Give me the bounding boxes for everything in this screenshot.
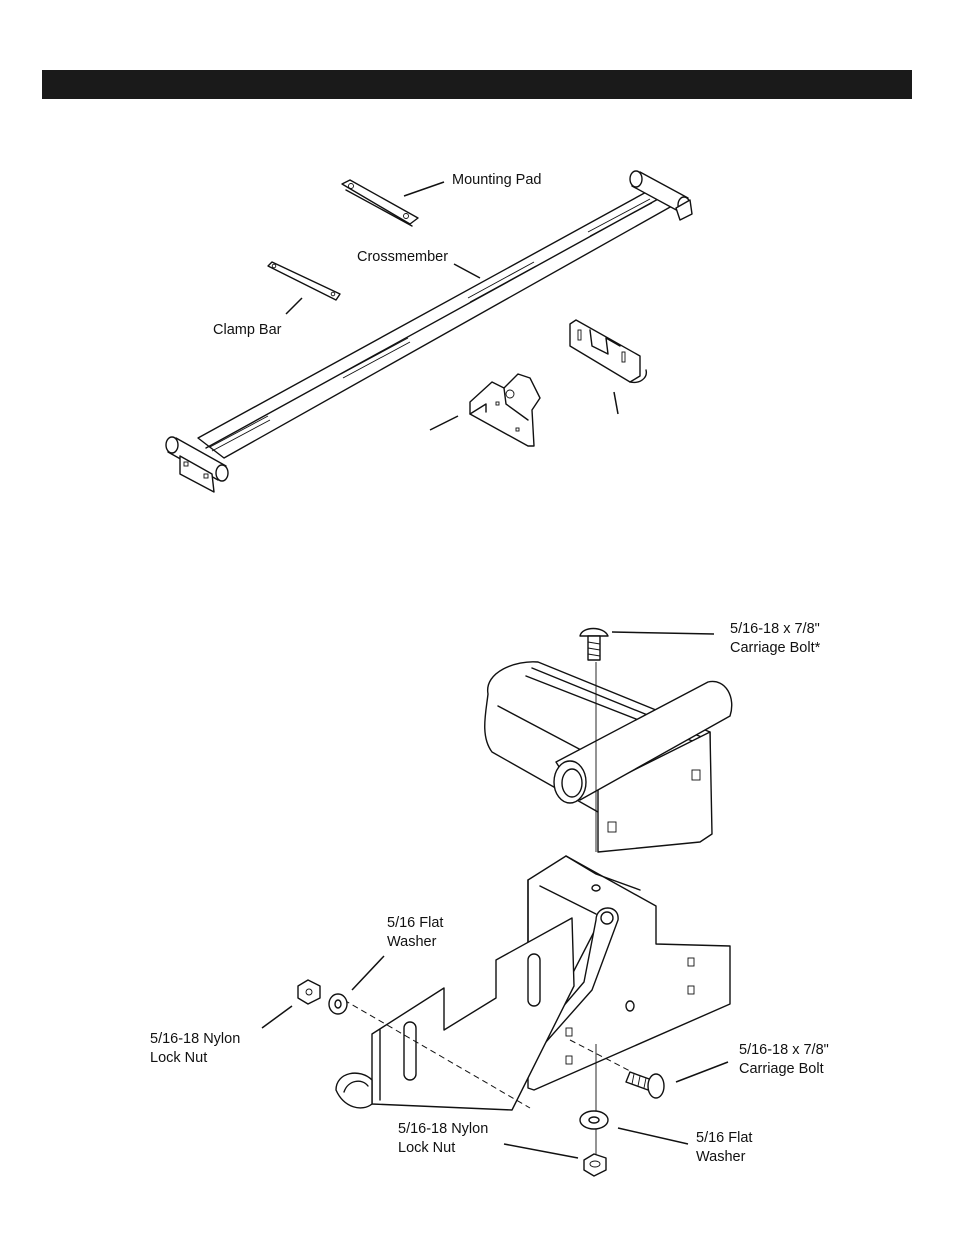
clamp-bar-label: Clamp Bar — [213, 321, 282, 340]
clamp-plate-small — [570, 320, 646, 382]
clamp-bar-leader — [286, 298, 302, 314]
crossmember-detail — [485, 662, 732, 852]
flat-washer-bottom-label: 5/16 Flat Washer — [696, 1129, 752, 1167]
nylon-lock-nut-left-leader — [262, 1006, 292, 1028]
carriage-bolt-right — [626, 1072, 664, 1098]
carriage-bolt-top — [580, 629, 608, 661]
flat-washer-left-label: 5/16 Flat Washer — [387, 914, 443, 952]
nylon-lock-nut-left-label: 5/16-18 Nylon Lock Nut — [150, 1030, 240, 1068]
carriage-bolt-right-leader — [676, 1062, 728, 1082]
carriage-bolt-top-label: 5/16-18 x 7/8" Carriage Bolt* — [730, 620, 820, 658]
carriage-bolt-top-leader — [612, 632, 714, 634]
crossmember-leader — [454, 264, 480, 278]
crossmember-label: Crossmember — [357, 248, 448, 267]
nylon-lock-nut-bottom-leader — [504, 1144, 578, 1158]
mounting-bracket-small — [470, 374, 540, 446]
clamp-plate-leader — [614, 392, 618, 414]
flat-washer-left — [329, 994, 347, 1014]
flat-washer-bottom — [580, 1111, 608, 1129]
clamp-bar-part — [268, 262, 340, 300]
mounting-pad-part — [342, 180, 418, 226]
mounting-pad-label: Mounting Pad — [452, 171, 541, 190]
lock-nut-left — [298, 980, 320, 1004]
lock-nut-bottom — [584, 1154, 606, 1176]
bracket-leader — [430, 416, 458, 430]
carriage-bolt-right-label: 5/16-18 x 7/8" Carriage Bolt — [739, 1041, 829, 1079]
flat-washer-left-leader — [352, 956, 384, 990]
mounting-pad-leader — [404, 182, 444, 196]
nylon-lock-nut-bottom-label: 5/16-18 Nylon Lock Nut — [398, 1120, 488, 1158]
flat-washer-bottom-leader — [618, 1128, 688, 1144]
